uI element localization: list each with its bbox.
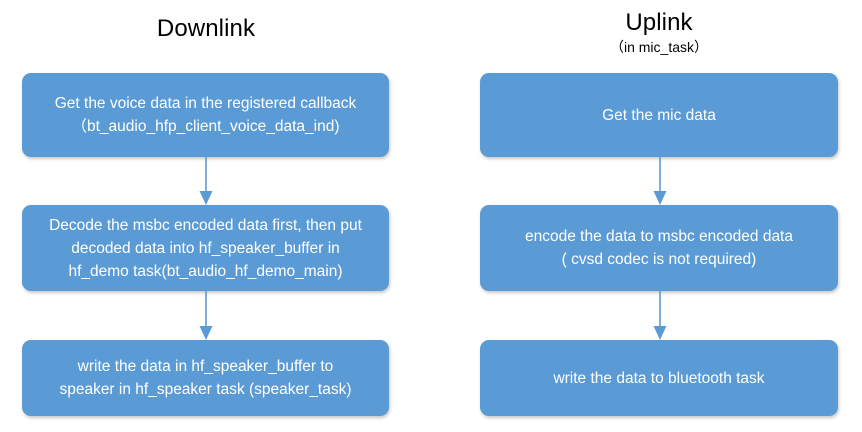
arrow-down-downlink-2 — [197, 291, 215, 341]
column-subtitle-uplink: （in mic_task） — [609, 39, 709, 55]
process-box-downlink-1[interactable]: Get the voice data in the registered cal… — [22, 73, 389, 157]
process-box-downlink-3[interactable]: write the data in hf_speaker_buffer to s… — [22, 340, 389, 416]
process-box-uplink-1-label: Get the mic data — [602, 106, 716, 124]
process-box-downlink-2-label: Decode the msbc encoded data first, then… — [49, 216, 362, 280]
process-box-downlink-1-label: Get the voice data in the registered cal… — [54, 95, 357, 135]
column-title-uplink: Uplink — [625, 9, 693, 36]
process-box-uplink-3-label: write the data to bluetooth task — [553, 369, 765, 387]
column-title-downlink: Downlink — [156, 15, 256, 42]
process-box-uplink-3[interactable]: write the data to bluetooth task — [480, 340, 838, 416]
arrow-down-uplink-2 — [651, 291, 669, 341]
arrow-down-downlink-1 — [197, 157, 215, 206]
process-box-uplink-2-label: encode the data to msbc encoded data ( c… — [524, 228, 793, 268]
arrow-down-uplink-1 — [651, 157, 669, 206]
process-box-uplink-2[interactable]: encode the data to msbc encoded data ( c… — [480, 205, 838, 291]
process-box-uplink-1[interactable]: Get the mic data — [480, 73, 838, 157]
process-box-downlink-2[interactable]: Decode the msbc encoded data first, then… — [22, 205, 389, 291]
process-box-downlink-3-label: write the data in hf_speaker_buffer to s… — [59, 358, 352, 398]
